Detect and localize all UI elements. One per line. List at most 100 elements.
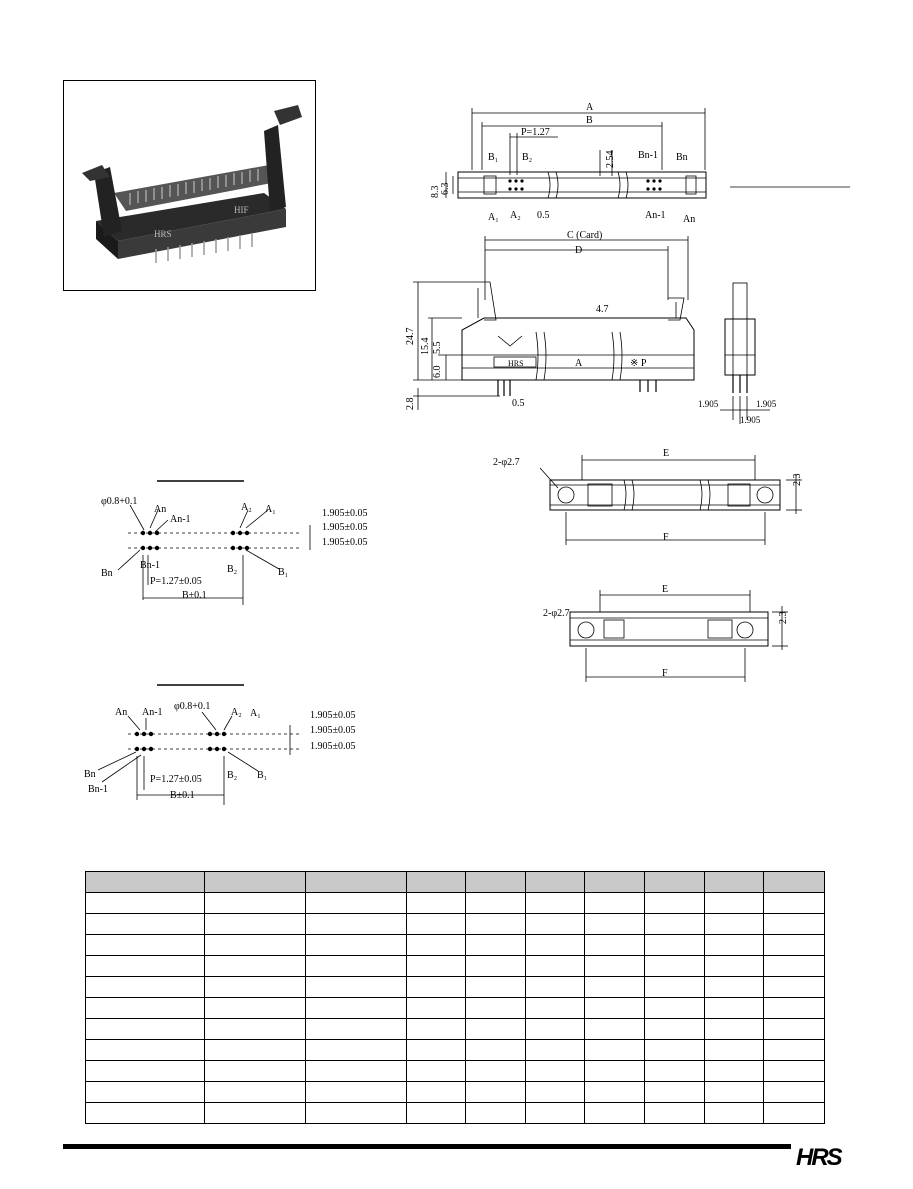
bottom-view-1-labels: 2-φ2.7 E F 2.3 xyxy=(493,448,803,543)
hrs-logo-mark: HRS xyxy=(796,1144,845,1171)
bv1-hole: 2-φ2.7 xyxy=(493,457,520,468)
bv2-dim-e: E xyxy=(662,584,668,595)
table-header-cell xyxy=(584,871,645,893)
photo-label-hif: HIF xyxy=(234,205,249,215)
bottom-view-2-labels: 2-φ2.7 E F 2.3 xyxy=(543,584,789,679)
pcb1-an-1: An-1 xyxy=(170,514,191,525)
pcb2-a1: A₁ xyxy=(250,708,261,719)
pcb2-dim-b: B±0.1 xyxy=(170,790,195,801)
pcb1-hole: φ0.8+0.1 xyxy=(101,496,137,507)
pcb1-dim-p: P=1.27±0.05 xyxy=(150,576,202,587)
bv2-dim-f: F xyxy=(662,668,668,679)
pcb1-dim-r1: 1.905±0.05 xyxy=(322,508,368,519)
table-row xyxy=(85,955,825,977)
label-a1: A₁ xyxy=(488,212,499,223)
table-header-cell xyxy=(704,871,764,893)
table-row xyxy=(85,1060,825,1082)
side-view-labels: 1.905 1.905 1.905 xyxy=(698,399,777,425)
table-row xyxy=(85,1081,825,1103)
dim-2-54: 2.54 xyxy=(605,151,616,169)
pcb1-dim-r2: 1.905±0.05 xyxy=(322,522,368,533)
table-header-cell xyxy=(465,871,526,893)
table-row xyxy=(85,892,825,914)
table-row xyxy=(85,934,825,956)
side-view-drawing xyxy=(720,282,770,424)
table-header-cell xyxy=(305,871,407,893)
connector-photo: HRS HIF xyxy=(82,105,302,263)
bv1-dim-2-3: 2.3 xyxy=(792,474,803,487)
table-row xyxy=(85,997,825,1019)
table-header-cell xyxy=(85,871,205,893)
dim-side-1905-a: 1.905 xyxy=(698,399,719,409)
photo-label-hrs: HRS xyxy=(154,229,172,239)
pcb2-dim-r1: 1.905±0.05 xyxy=(310,710,356,721)
front-label-hrs: HRS xyxy=(508,359,524,368)
label-an-1: An-1 xyxy=(645,210,666,221)
front-view-labels: C (Card) D 24.7 15.4 6.0 5.5 2.8 0.5 4.7… xyxy=(405,230,647,410)
label-an: An xyxy=(683,214,695,225)
pcb2-bn-1: Bn-1 xyxy=(88,784,108,795)
dim-2-8: 2.8 xyxy=(405,398,416,411)
bv2-hole: 2-φ2.7 xyxy=(543,608,570,619)
top-view-drawing xyxy=(445,108,850,199)
product-photo-frame: HRS HIF xyxy=(63,80,316,291)
table-header-cell xyxy=(525,871,585,893)
logo-text: HRS xyxy=(796,1144,843,1169)
pcb2-dim-p: P=1.27±0.05 xyxy=(150,774,202,785)
table-row xyxy=(85,1039,825,1061)
dim-4-7: 4.7 xyxy=(596,304,609,315)
pcb1-dim-r3: 1.905±0.05 xyxy=(322,537,368,548)
dim-6-3: 6.3 xyxy=(440,183,451,196)
table-row xyxy=(85,976,825,998)
pcb1-dim-b: B±0.1 xyxy=(182,590,207,601)
front-label-a: A xyxy=(575,358,583,369)
label-bn: Bn xyxy=(676,152,688,163)
label-a2: A₂ xyxy=(510,210,521,221)
dim-5-5: 5.5 xyxy=(432,342,443,355)
table-row xyxy=(85,913,825,935)
table-header-cell xyxy=(406,871,466,893)
pcb2-hole: φ0.8+0.1 xyxy=(174,701,210,712)
pcb1-an: An xyxy=(154,504,166,515)
dim-side-1905-c: 1.905 xyxy=(740,415,761,425)
pcb-layout-2-labels: An An-1 φ0.8+0.1 A₂ A₁ Bn Bn-1 B₂ B₁ P=1… xyxy=(84,701,356,801)
table-header-row xyxy=(85,871,825,893)
dim-side-1905-b: 1.905 xyxy=(756,399,777,409)
bottom-view-1-drawing xyxy=(539,455,802,545)
top-view-labels: A B P=1.27 2.54 8.3 6.3 B₁ B₂ A₁ A₂ 0.5 … xyxy=(430,102,695,225)
pcb1-b2: B₂ xyxy=(227,564,237,575)
bv2-dim-2-3: 2.3 xyxy=(778,612,789,625)
pcb2-an: An xyxy=(115,707,127,718)
dim-b: B xyxy=(586,115,593,126)
pcb2-b2: B₂ xyxy=(227,770,237,781)
dim-pitch: P=1.27 xyxy=(521,127,550,138)
dim-a: A xyxy=(586,102,594,113)
pcb2-dim-r3: 1.905±0.05 xyxy=(310,741,356,752)
table-row xyxy=(85,1102,825,1124)
dim-24-7: 24.7 xyxy=(405,328,416,346)
label-b1: B₁ xyxy=(488,152,498,163)
dim-pin-0-5: 0.5 xyxy=(537,210,550,221)
pcb-layout-1-labels: φ0.8+0.1 An An-1 A₂ A₁ Bn Bn-1 B₂ B₁ P=1… xyxy=(101,496,368,601)
pcb2-bn: Bn xyxy=(84,769,96,780)
table-row xyxy=(85,1018,825,1040)
technical-drawings: A B P=1.27 2.54 8.3 6.3 B₁ B₂ A₁ A₂ 0.5 … xyxy=(84,102,850,805)
dim-8-3: 8.3 xyxy=(430,186,441,199)
dim-d: D xyxy=(575,245,582,256)
label-bn-1: Bn-1 xyxy=(638,150,658,161)
bv1-dim-f: F xyxy=(663,532,669,543)
dim-6-0: 6.0 xyxy=(432,366,443,379)
bottom-view-2-drawing xyxy=(569,590,788,682)
pcb2-dim-r2: 1.905±0.05 xyxy=(310,725,356,736)
label-b2: B₂ xyxy=(522,152,532,163)
front-label-p: ※ P xyxy=(630,358,647,369)
pcb2-a2: A₂ xyxy=(231,707,242,718)
table-header-cell xyxy=(644,871,705,893)
pcb1-bn: Bn xyxy=(101,568,113,579)
pcb2-an-1: An-1 xyxy=(142,707,163,718)
pcb-layout-1-drawing xyxy=(117,480,311,605)
dim-c-card: C (Card) xyxy=(567,230,602,241)
front-view-drawing xyxy=(413,236,695,410)
spec-table xyxy=(85,871,825,1124)
dim-front-pin: 0.5 xyxy=(512,398,525,409)
